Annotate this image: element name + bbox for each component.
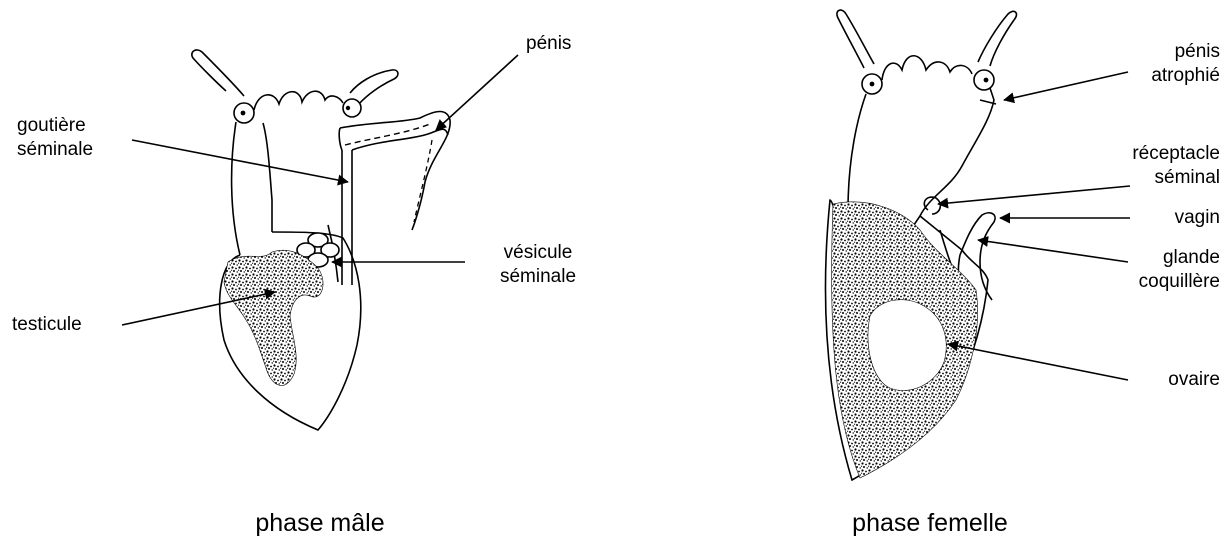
label-goutiere-line2: séminale (17, 138, 93, 162)
label-vagin: vagin (1080, 206, 1220, 230)
label-receptacle-line1: réceptacle (1080, 142, 1220, 166)
female-left-tentacle (837, 10, 874, 68)
male-right-eye (343, 99, 361, 117)
male-left-tentacle (192, 50, 244, 96)
caption-phase-femelle: phase femelle (815, 509, 1045, 537)
label-penis-atrophie-line2: atrophié (1080, 64, 1220, 88)
male-body (232, 122, 272, 255)
male-testicle (224, 250, 323, 385)
label-penis-atrophie: pénis atrophié (1080, 40, 1220, 88)
female-right-tentacle (978, 11, 1016, 66)
label-ovaire: ovaire (1080, 368, 1220, 392)
label-glande-line1: glande (1080, 246, 1220, 270)
label-testicule: testicule (12, 313, 82, 337)
male-right-tentacle (350, 70, 398, 104)
arrow-penis (436, 55, 518, 130)
label-vesicule-line1: vésicule (478, 241, 598, 265)
label-receptacle-line2: séminal (1080, 166, 1220, 190)
arrow-goutiere (132, 140, 348, 182)
label-goutiere-line1: goutière (17, 114, 93, 138)
male-penis (340, 112, 450, 231)
label-vesicule-line2: séminale (478, 265, 598, 289)
label-receptacle-seminal: réceptacle séminal (1080, 142, 1220, 190)
male-snail-drawing (192, 50, 450, 430)
label-goutiere-seminale: goutière séminale (17, 114, 93, 162)
label-glande-line2: coquillère (1080, 270, 1220, 294)
label-penis: pénis (526, 32, 571, 56)
label-glande-coquillere: glande coquillère (1080, 246, 1220, 294)
female-ovary (832, 202, 978, 478)
label-vesicule-seminale: vésicule séminale (478, 241, 598, 289)
label-penis-atrophie-line1: pénis (1080, 40, 1220, 64)
caption-phase-male: phase mâle (220, 509, 420, 537)
